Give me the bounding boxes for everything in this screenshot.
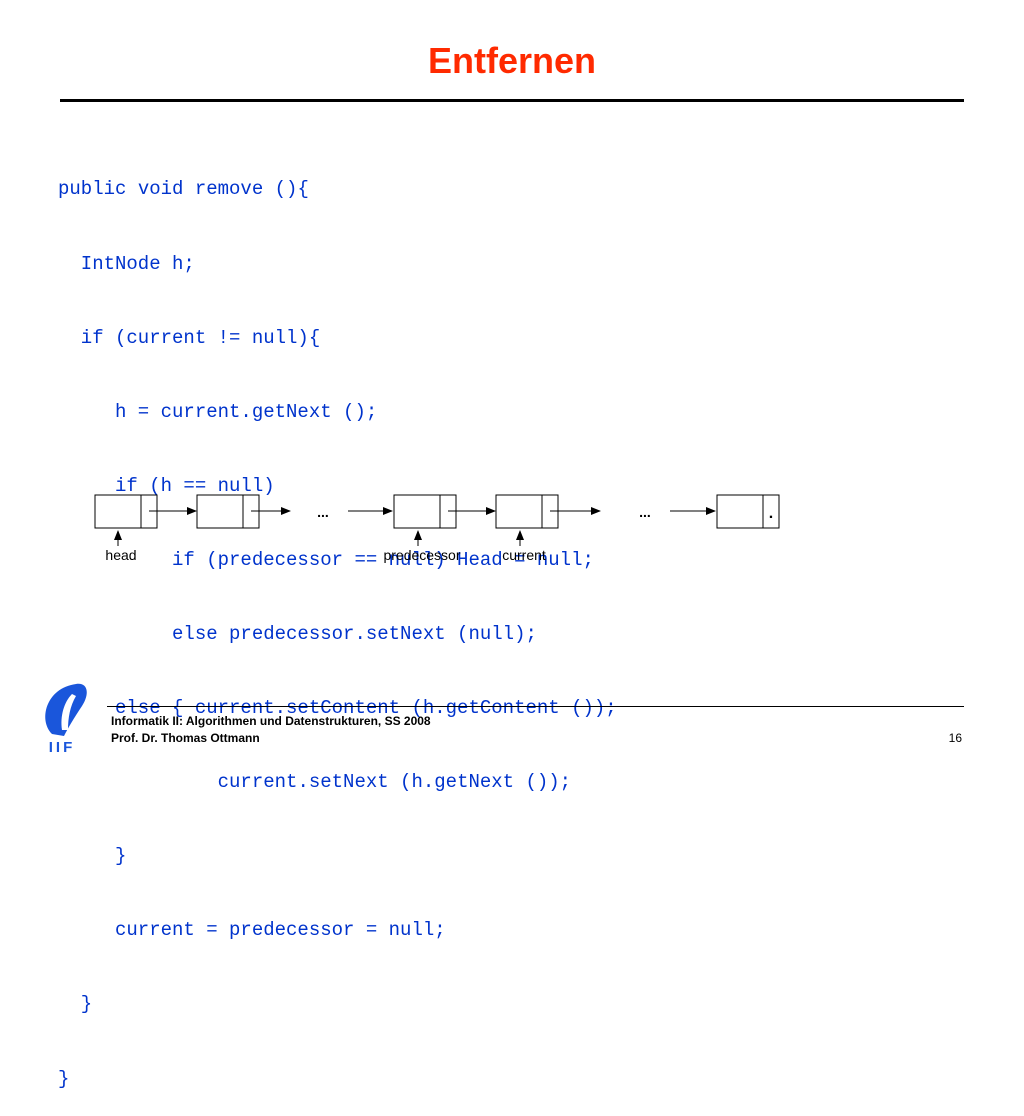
label-head: head <box>105 547 136 563</box>
title-divider <box>60 99 964 102</box>
code-line: } <box>80 993 93 1016</box>
code-line: h = current.getNext (); <box>115 400 378 423</box>
ellipsis: ... <box>317 504 329 520</box>
list-node-last <box>716 494 780 529</box>
code-line: IntNode h; <box>80 252 195 275</box>
label-current: current <box>502 547 546 563</box>
code-line: if (h == null) <box>115 474 275 497</box>
code-line: } <box>58 1067 70 1090</box>
footer-course: Informatik II: Algorithmen und Datenstru… <box>111 714 431 728</box>
iif-logo: IIF <box>45 683 87 756</box>
code-line: else { current.setContent (h.getContent … <box>115 697 617 720</box>
code-line: if (predecessor == null) Head = null; <box>172 548 594 571</box>
logo-text: IIF <box>49 739 76 756</box>
code-line: current.setNext (h.getNext ()); <box>217 771 572 794</box>
page-number: 16 <box>948 731 962 745</box>
label-predecessor: predecessor <box>383 547 460 563</box>
list-node <box>196 494 260 529</box>
slide-title: Entfernen <box>427 40 596 81</box>
code-line: } <box>115 845 127 868</box>
footer-divider <box>107 706 964 707</box>
code-line: if (current != null){ <box>80 326 321 349</box>
list-node-current <box>495 494 559 529</box>
null-marker: . <box>769 505 773 522</box>
code-line: current = predecessor = null; <box>115 919 446 942</box>
linked-list-diagram: ... ... . head predecessor current <box>94 494 780 563</box>
list-node-predecessor <box>393 494 457 529</box>
code-line: else predecessor.setNext (null); <box>172 622 537 645</box>
footer-author: Prof. Dr. Thomas Ottmann <box>111 731 260 745</box>
ellipsis: ... <box>639 504 651 520</box>
list-node-head <box>94 494 158 529</box>
code-line: public void remove (){ <box>58 178 309 201</box>
